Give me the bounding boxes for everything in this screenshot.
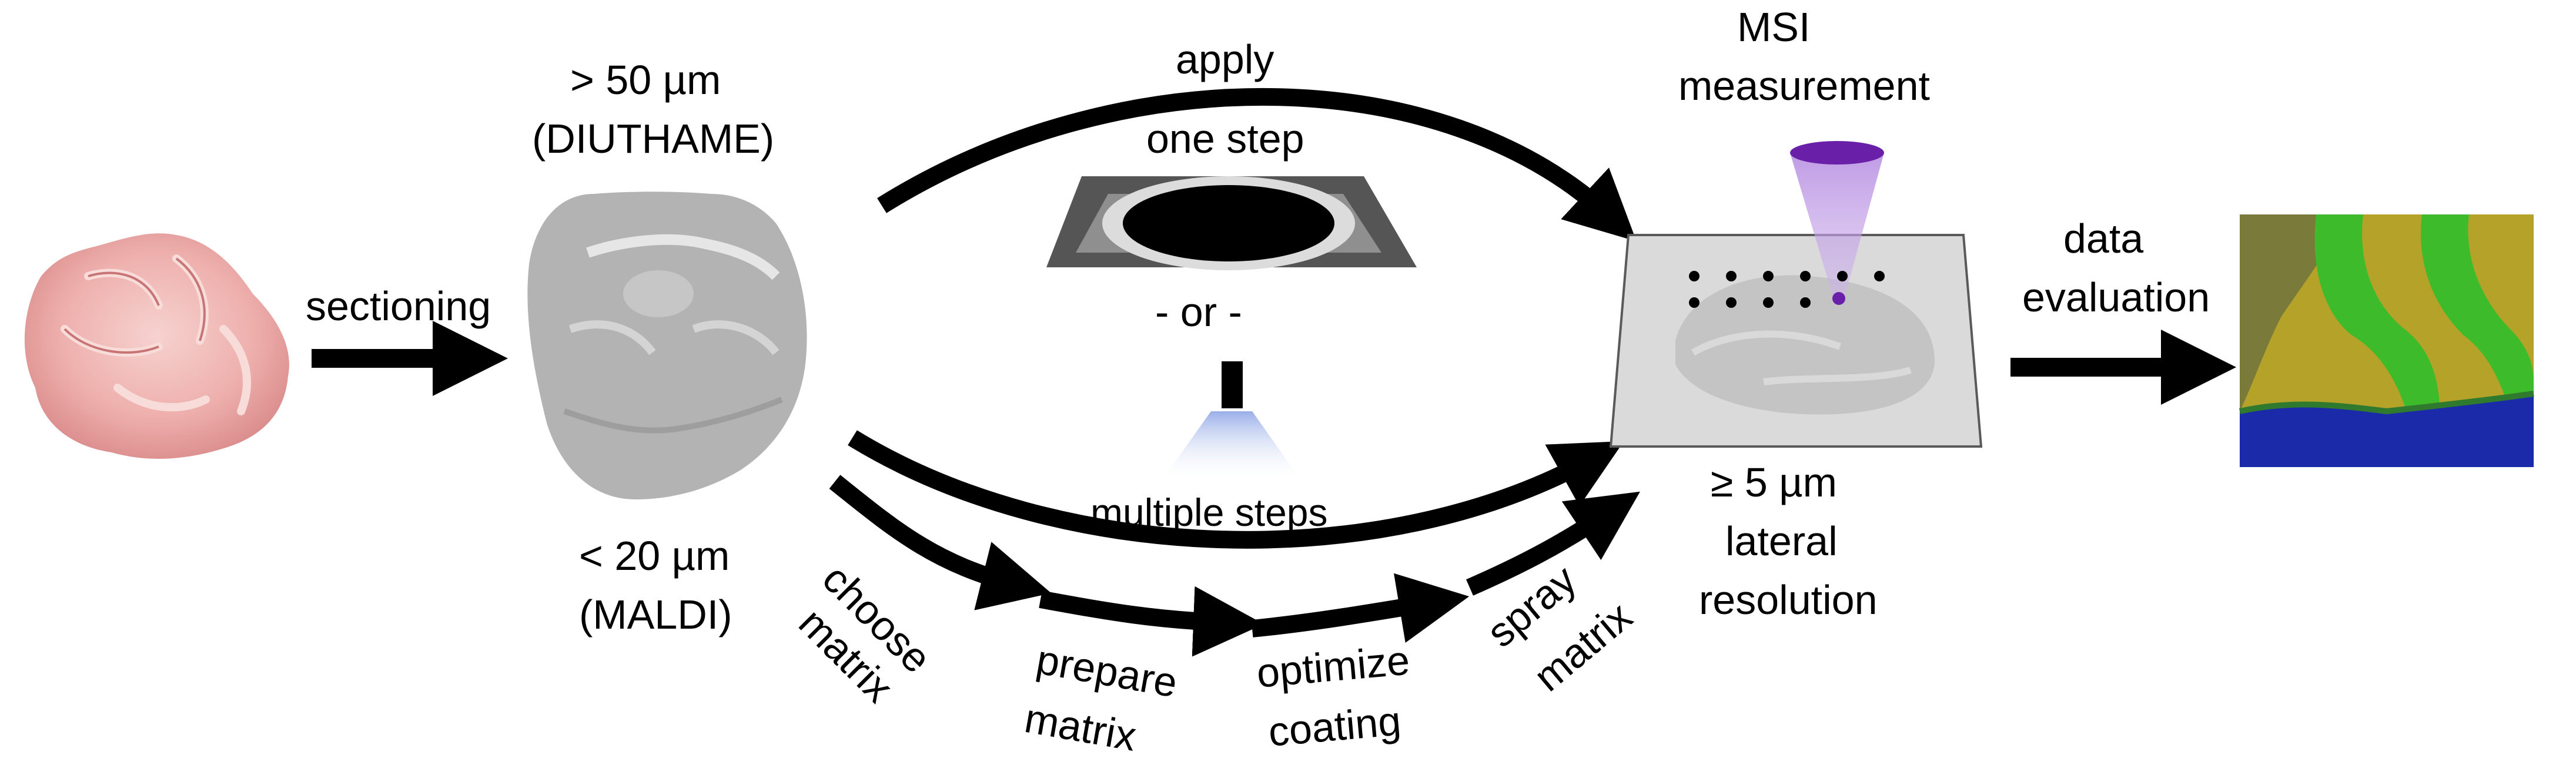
coating-label: coating [1267, 698, 1403, 755]
spray-nozzle-icon [1161, 361, 1302, 482]
prepare-matrix-label: matrix [1021, 695, 1139, 760]
lateral-label: lateral [1725, 518, 1838, 564]
one-step-label: one step [1146, 116, 1304, 162]
thick-section-label: > 50 µm [570, 57, 721, 103]
ion-image-heatmap [2239, 214, 2534, 467]
msi-slide [1609, 234, 1983, 448]
or-label: - or - [1155, 289, 1242, 335]
apply-arrow [877, 88, 1637, 241]
optimize-label: optimize [1255, 637, 1411, 696]
multiple-steps-arrow [848, 430, 1624, 549]
brain-tissue-photo [24, 233, 289, 459]
thin-section-label: < 20 µm [579, 533, 730, 579]
sectioning-label: sectioning [306, 283, 491, 329]
resolution-label: resolution [1699, 577, 1878, 623]
brain-section-grayscale [527, 192, 807, 499]
evaluation-label: evaluation [2022, 274, 2210, 320]
choose-matrix-arrow [829, 475, 1052, 610]
diuthame-membrane-chip [1046, 176, 1417, 270]
data-label: data [2063, 216, 2143, 261]
spray-matrix-arrow [1466, 491, 1640, 596]
maldi-label: (MALDI) [579, 592, 732, 637]
resolution-value-label: ≥ 5 µm [1711, 459, 1837, 505]
multiple-steps-label: multiple steps [1090, 491, 1328, 534]
msi-label: MSI [1737, 4, 1810, 50]
prepare-matrix-arrow [1039, 586, 1264, 657]
optimize-coating-arrow [1251, 573, 1470, 643]
diuthame-label: (DIUTHAME) [532, 116, 774, 162]
measurement-spots [1689, 271, 1885, 308]
prepare-label: prepare [1033, 636, 1180, 706]
measurement-label: measurement [1678, 63, 1930, 109]
apply-label: apply [1176, 36, 1274, 82]
laser-cone-icon [1790, 141, 1884, 305]
